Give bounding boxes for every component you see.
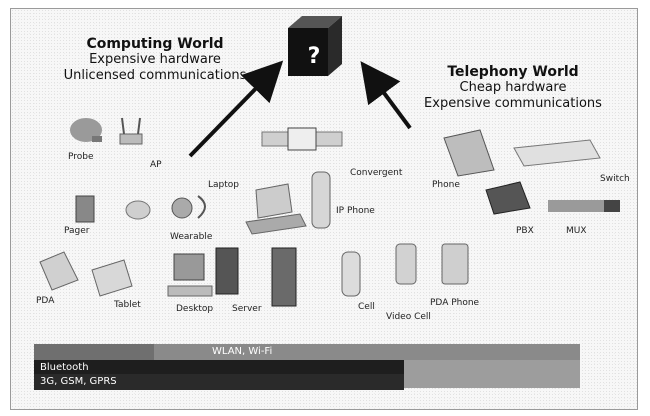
cell-device xyxy=(341,251,361,297)
label-wearable: Wearable xyxy=(170,232,213,242)
label-server: Server xyxy=(232,304,262,314)
label-pda-phone: PDA Phone xyxy=(430,298,480,308)
telephony-world-line-1: Cheap hardware xyxy=(459,80,567,95)
coverage-bar-tail xyxy=(404,360,580,388)
label-laptop: Laptop xyxy=(208,180,239,190)
video-cell-device xyxy=(395,243,417,285)
label-pda: PDA xyxy=(36,296,55,306)
tablet-device xyxy=(91,259,133,297)
label-ap: AP xyxy=(150,160,162,170)
label-desktop: Desktop xyxy=(176,304,214,314)
telephony-world-block: Telephony World Cheap hardware Expensive… xyxy=(418,64,608,112)
wearable-device xyxy=(171,195,206,219)
cellular-coverage-bar: 3G, GSM, GPRS xyxy=(34,374,404,390)
convergent-device xyxy=(261,127,343,151)
ap-device xyxy=(119,117,143,145)
label-pager: Pager xyxy=(64,226,90,236)
cellular-bar-label: 3G, GSM, GPRS xyxy=(40,376,117,387)
laptop-device xyxy=(245,183,307,235)
pda-phone-device xyxy=(441,243,469,285)
label-cell: Cell xyxy=(358,302,375,312)
bluetooth-coverage-bar: Bluetooth xyxy=(34,360,404,376)
small-gadget-device xyxy=(125,200,151,220)
ip-phone-device xyxy=(311,171,331,229)
server-device xyxy=(215,247,297,307)
telephony-world-line-2: Expensive communications xyxy=(424,96,602,111)
pager-device xyxy=(75,195,95,223)
computing-world-title: Computing World xyxy=(86,36,224,52)
wlan-bar-label: WLAN, Wi-Fi xyxy=(212,346,273,357)
label-convergent: Convergent xyxy=(350,168,403,178)
switch-device xyxy=(513,139,601,167)
bluetooth-bar-label: Bluetooth xyxy=(40,362,89,373)
label-phone: Phone xyxy=(432,180,460,190)
wlan-coverage-bar: WLAN, Wi-Fi xyxy=(34,344,580,360)
mystery-cube-icon xyxy=(288,16,342,76)
label-video-cell: Video Cell xyxy=(386,312,431,322)
label-tablet: Tablet xyxy=(114,300,141,310)
desktop-device xyxy=(167,253,213,297)
arrow-from-computing xyxy=(188,60,284,158)
phone-device xyxy=(443,129,495,177)
pda-device xyxy=(39,251,79,291)
label-pbx: PBX xyxy=(516,226,534,236)
label-mux: MUX xyxy=(566,226,587,236)
telephony-world-title: Telephony World xyxy=(447,64,579,80)
label-ip-phone: IP Phone xyxy=(336,206,375,216)
probe-device xyxy=(70,118,102,142)
mux-device xyxy=(548,200,620,212)
computing-world-line-2: Unlicensed communications xyxy=(63,68,247,83)
label-probe: Probe xyxy=(68,152,94,162)
mystery-symbol: ? xyxy=(307,44,321,69)
computing-world-block: Computing World Expensive hardware Unlic… xyxy=(60,36,250,84)
wlan-bar-left-shade xyxy=(34,344,154,360)
label-switch: Switch xyxy=(600,174,630,184)
pbx-device xyxy=(485,181,531,215)
arrow-from-telephony xyxy=(360,61,412,130)
computing-world-line-1: Expensive hardware xyxy=(89,52,221,67)
